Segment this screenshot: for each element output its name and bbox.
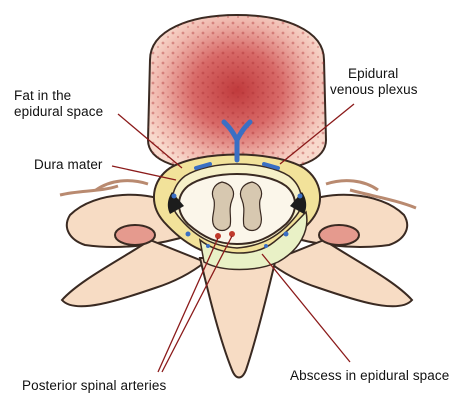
label-venous-line1: Epidural [348, 66, 399, 81]
label-epidural-venous-plexus: Epidural venous plexus [330, 66, 418, 98]
vertebral-body [146, 13, 328, 174]
leader-artery-2 [161, 235, 233, 373]
label-posterior-spinal-arteries: Posterior spinal arteries [22, 378, 167, 393]
label-fat-line2: epidural space [14, 104, 104, 119]
label-fat-line1: Fat in the [14, 88, 72, 103]
leader-venous [279, 103, 355, 165]
label-dura-mater: Dura mater [34, 157, 103, 172]
dura-and-cord [167, 173, 307, 246]
leader-artery-1 [157, 237, 219, 373]
posterior-spinal-arteries [215, 231, 235, 239]
label-venous-line2: venous plexus [330, 82, 418, 97]
leader-abscess [261, 253, 351, 363]
label-abscess-epidural-space: Abscess in epidural space [290, 368, 450, 383]
lamina-pads [114, 224, 360, 246]
leader-lines [111, 103, 355, 373]
leader-dura [111, 165, 177, 181]
abscess [198, 210, 308, 271]
nerve-roots [59, 179, 417, 210]
label-fat-epidural-space: Fat in the epidural space [14, 88, 103, 120]
venous-plexus [171, 119, 303, 248]
leader-fat [117, 113, 183, 169]
